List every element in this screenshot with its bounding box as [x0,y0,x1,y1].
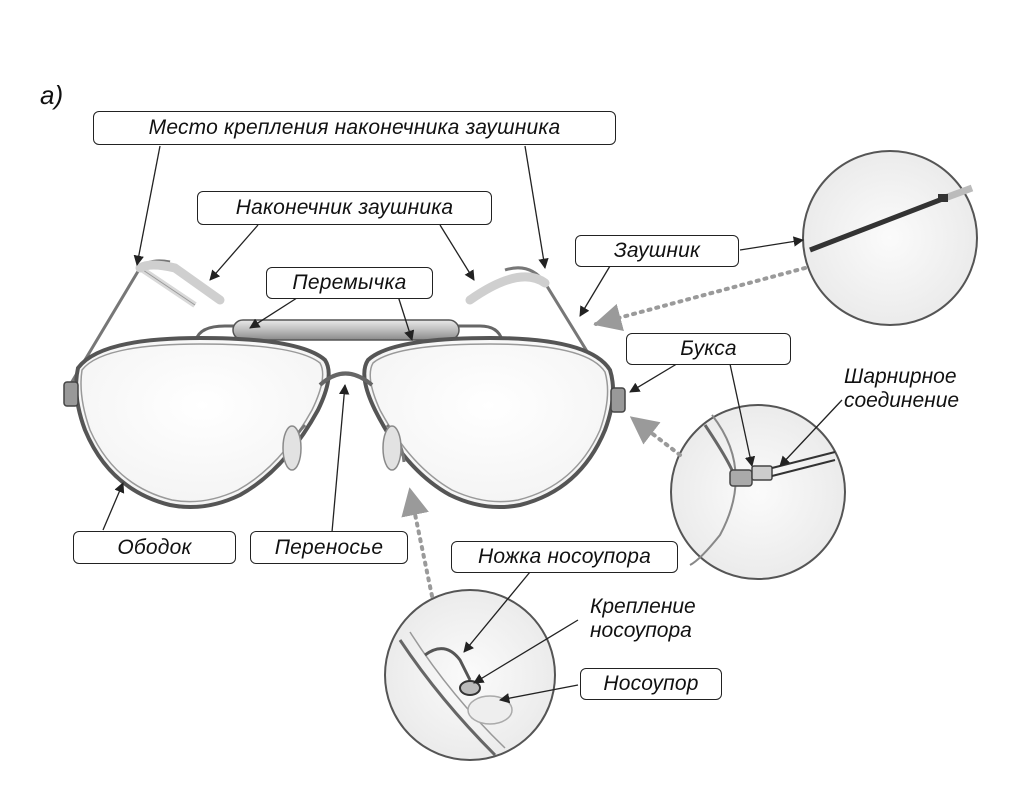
label-bridge: Переносье [250,531,408,564]
zoom-nosepad [384,589,556,761]
label-nose-pad: Носоупор [580,668,722,700]
zoom-temple [802,150,978,326]
temples [68,259,614,393]
zoom-hinge [670,404,846,580]
endpiece-left [63,381,79,407]
label-temple-tip: Наконечник заушника [197,191,492,225]
label-temple-tip-mount: Место крепления наконечника заушника [93,111,616,145]
right-rim [362,335,616,509]
label-hinge: Шарнирное соединение [844,365,960,412]
label-top-bar: Перемычка [266,267,433,299]
bridge-shape [318,371,374,387]
panel-letter: а) [40,80,64,110]
label-rim: Ободок [73,531,236,564]
endpiece-right [610,387,626,413]
dotted-connectors [401,266,807,598]
left-rim [74,335,331,509]
label-temple: Заушник [575,235,739,267]
nose-pads [282,423,406,471]
label-endpiece: Букса [626,333,791,365]
label-pad-arm: Ножка носоупора [451,541,678,573]
leader-arrows [102,145,843,704]
top-bar [194,319,504,341]
label-pad-mount: Крепление носоупора [590,595,696,642]
